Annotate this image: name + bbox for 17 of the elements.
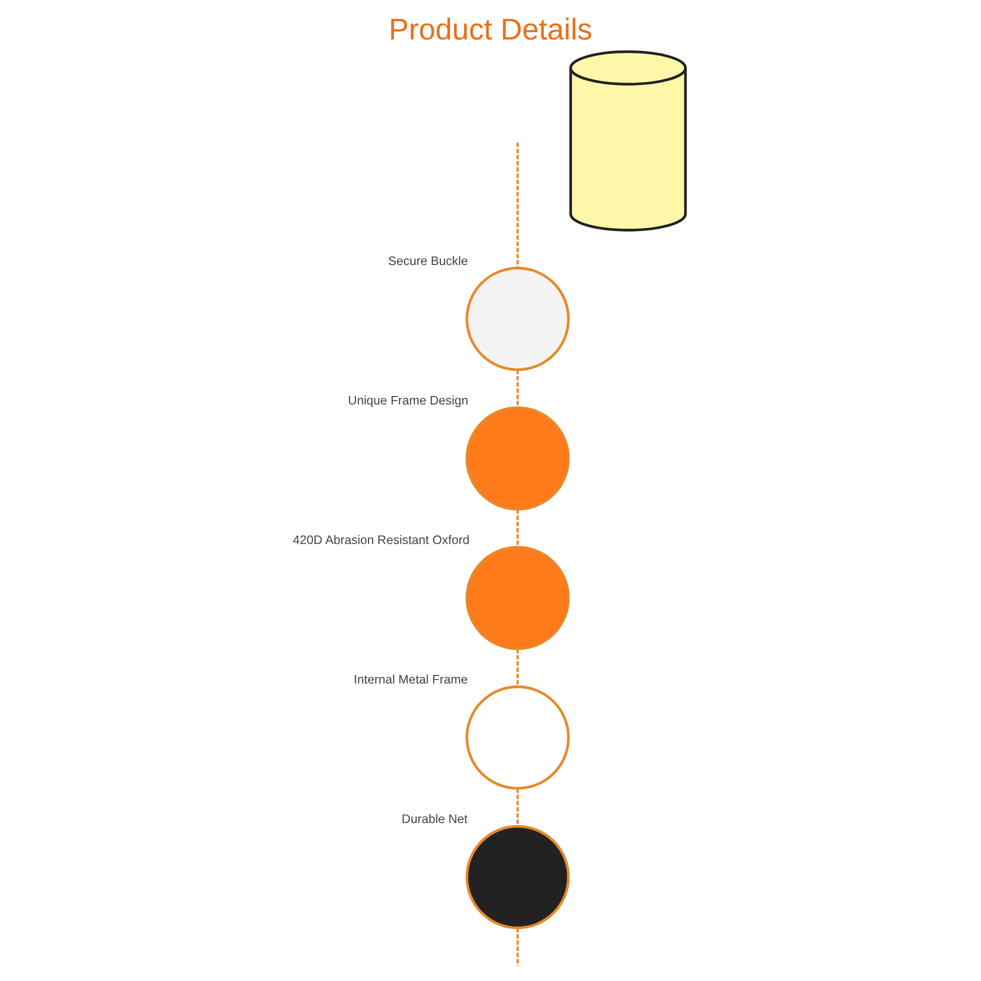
connector bbox=[516, 142, 519, 268]
connector bbox=[516, 928, 519, 966]
node-label: Secure Buckle bbox=[388, 254, 468, 268]
connector bbox=[516, 649, 519, 687]
node-circle bbox=[466, 266, 570, 371]
node-label: Unique Frame Design bbox=[348, 393, 468, 408]
connector bbox=[516, 788, 519, 826]
node-circle bbox=[466, 824, 570, 930]
connector bbox=[516, 509, 519, 547]
node-label: Internal Metal Frame bbox=[354, 672, 468, 686]
node-label: Durable Net bbox=[402, 812, 468, 826]
node-circle bbox=[466, 406, 570, 511]
node-label: 420D Abrasion Resistant Oxford bbox=[292, 532, 470, 547]
connector bbox=[516, 370, 519, 408]
node-circle bbox=[466, 546, 570, 650]
node-circle bbox=[466, 685, 570, 790]
diagram-title: Product Details bbox=[388, 14, 592, 47]
